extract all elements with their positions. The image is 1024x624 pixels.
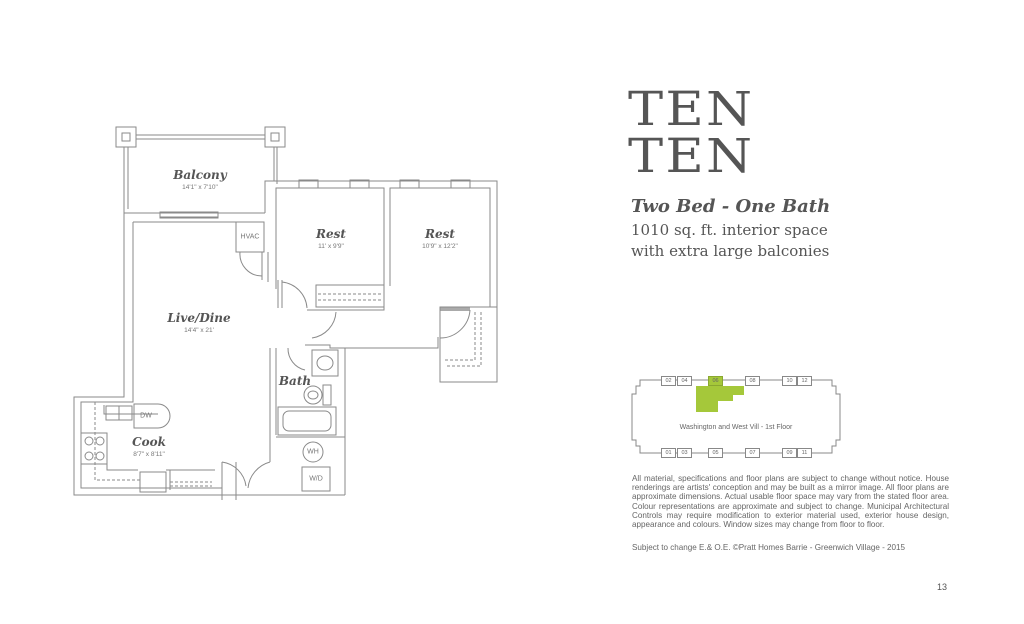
room-dim-cook: 8'7" x 8'11" (133, 451, 165, 458)
water-heater (302, 441, 324, 463)
hvac-label: HVAC (240, 233, 260, 241)
unit-04: 04 (677, 376, 692, 386)
dishwasher-label: DW (140, 412, 152, 420)
room-label-balcony: Balcony (173, 168, 227, 182)
unit-08: 08 (745, 376, 760, 386)
disclaimer-text: All material, specifications and floor p… (632, 474, 949, 530)
unit-10: 10 (782, 376, 797, 386)
unit-06: 06 (708, 376, 723, 386)
unit-12: 12 (797, 376, 812, 386)
balcony-door (159, 211, 219, 219)
floor-plan: Balcony 14'1" x 7'10" Rest 11' x 9'9" Re… (73, 126, 498, 500)
stove (80, 432, 108, 465)
floor-plan-drawing (73, 126, 498, 500)
balcony-post-right (264, 126, 286, 148)
unit-type: Two Bed - One Bath (631, 196, 831, 217)
room-label-live-dine: Live/Dine (167, 311, 231, 325)
room-label-cook: Cook (132, 435, 166, 449)
hvac-closet (235, 221, 265, 253)
unit-11: 11 (797, 448, 812, 458)
room-label-rest-1: Rest (316, 227, 346, 241)
page-number: 13 (937, 582, 948, 592)
room-label-bath: Bath (278, 374, 312, 388)
washer-dryer-label: W/D (309, 475, 323, 483)
sink (311, 349, 339, 377)
room-dim-rest-1: 11' x 9'9" (318, 243, 344, 250)
description-line-2: with extra large balconies (631, 242, 830, 260)
room-dim-live-dine: 14'4" x 21' (184, 327, 214, 334)
title-line-1: TEN (628, 82, 755, 137)
room-dim-balcony: 14'1" x 7'10" (182, 184, 218, 191)
description-line-1: 1010 sq. ft. interior space (631, 221, 828, 239)
unit-07: 07 (745, 448, 760, 458)
toilet (303, 385, 323, 405)
dishwasher (133, 403, 171, 429)
room-dim-rest-2: 10'9" x 12'2" (422, 243, 458, 250)
bathtub (277, 406, 337, 436)
water-heater-label: WH (307, 448, 319, 456)
fridge (139, 471, 167, 493)
key-plan-caption: Washington and West Vill - 1st Floor (679, 424, 793, 431)
unit-01: 01 (661, 448, 676, 458)
unit-05: 05 (708, 448, 723, 458)
washer-dryer (301, 466, 331, 492)
selected-unit-highlight (696, 386, 744, 412)
balcony-post-left (115, 126, 137, 148)
disclaimer-footer: Subject to change E.& O.E. ©Pratt Homes … (632, 543, 906, 552)
unit-02: 02 (661, 376, 676, 386)
key-plan-outline (631, 379, 841, 454)
unit-03: 03 (677, 448, 692, 458)
room-label-rest-2: Rest (425, 227, 455, 241)
title-line-2: TEN (628, 129, 755, 184)
unit-09: 09 (782, 448, 797, 458)
key-plan: 02 04 06 08 10 12 Washington and West Vi… (630, 374, 842, 459)
